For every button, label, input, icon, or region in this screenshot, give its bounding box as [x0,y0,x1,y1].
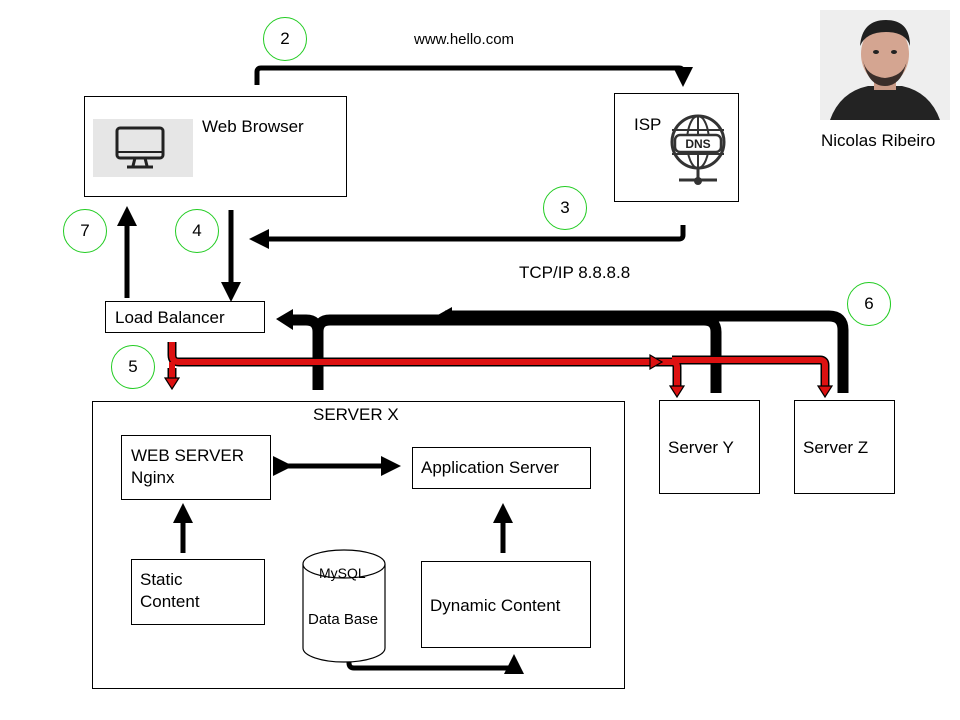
isp-label: ISP [634,115,662,134]
monitor-icon [93,119,193,177]
dynamic-content-label: Dynamic Content [430,596,561,615]
distribution-arrows [163,342,834,399]
arrow-isp-to-browser [249,225,686,249]
dns-globe-icon: DNS [665,108,731,192]
web-server-box: WEB SERVER Nginx [121,435,271,500]
isp-box: ISP DNS [614,93,739,202]
application-server-label: Application Server [421,458,559,477]
tcpip-label: TCP/IP 8.8.8.8 [519,263,631,282]
web-server-label-line2: Nginx [131,468,175,487]
mysql-label: MySQL [319,565,366,581]
step-6-circle: 6 [847,282,891,326]
step-7-circle: 7 [63,209,107,253]
step-3-circle: 3 [543,186,587,230]
server-y-box: Server Y [659,400,760,494]
static-content-line2: Content [140,592,200,611]
web-browser-label: Web Browser [202,117,304,136]
server-x-label: SERVER X [313,405,399,424]
step-2-circle: 2 [263,17,307,61]
step-4-label: 4 [192,221,202,240]
dns-text: DNS [685,137,710,151]
arrow-browser-to-isp [254,65,693,87]
server-y-label: Server Y [668,438,734,457]
step-5-label: 5 [128,357,138,376]
load-balancer-label: Load Balancer [115,308,225,327]
server-z-box: Server Z [794,400,895,494]
server-z-label: Server Z [803,438,869,457]
web-server-label-line1: WEB SERVER [131,446,245,465]
web-browser-box: Web Browser [84,96,347,197]
step-5-circle: 5 [111,345,155,389]
response-path-y [312,314,722,393]
dynamic-content-box: Dynamic Content [421,561,591,648]
static-content-box: Static Content [131,559,265,625]
step-6-label: 6 [864,294,874,313]
person-name: Nicolas Ribeiro [821,131,936,150]
application-server-box: Application Server [412,447,591,489]
person-photo [820,10,950,120]
server-x-box [92,401,625,689]
response-arrow-head-lb [276,309,293,330]
database-cylinder: MySQL Data Base [302,548,386,664]
load-balancer-box: Load Balancer [105,301,265,333]
response-path-lb [292,314,324,333]
step-2-label: 2 [280,29,290,48]
arrow-db-to-dynamic [346,654,524,675]
static-content-line1: Static [140,570,183,589]
database-label: Data Base [308,611,379,628]
response-path-z [445,310,849,393]
step-3-label: 3 [560,198,570,217]
url-label: www.hello.com [414,31,515,48]
step-7-label: 7 [80,221,90,240]
step-4-circle: 4 [175,209,219,253]
